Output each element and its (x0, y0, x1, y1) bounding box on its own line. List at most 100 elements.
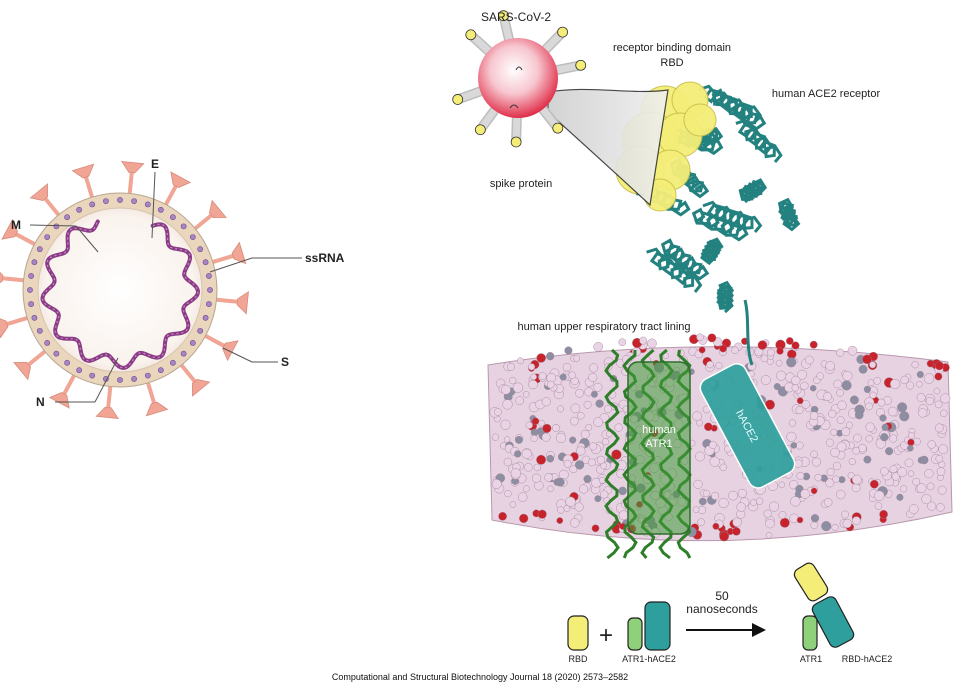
spike-tip (465, 29, 477, 41)
lipid-atom (850, 395, 859, 405)
lipid-atom (916, 371, 924, 379)
lipid-atom (732, 517, 742, 527)
lipid-atom (912, 477, 921, 486)
membrane-protein (31, 314, 38, 321)
lipid-atom (533, 463, 542, 472)
lipid-atom (836, 489, 846, 500)
lipid-atom (528, 363, 536, 371)
spike-head (236, 291, 249, 315)
lipid-atom (880, 433, 889, 442)
lipid-atom (696, 333, 704, 341)
lipid-atom (589, 442, 598, 451)
ace2-helix (735, 118, 783, 163)
lipid-atom (918, 408, 928, 418)
atr1-protein: human ATR1 (604, 348, 692, 560)
lipid-atom (498, 512, 507, 521)
lipid-atom (500, 419, 511, 430)
lipid-atom (851, 474, 862, 485)
lipid-atom (514, 450, 522, 458)
lipid-atom (525, 421, 533, 429)
lipid-atom (816, 372, 824, 380)
spike-stalk (202, 333, 225, 348)
membrane-protein (170, 214, 176, 221)
lipid-atom (814, 473, 822, 482)
lipid-atom (865, 402, 873, 411)
lipid-atom (559, 373, 567, 381)
lipid-atom (704, 422, 713, 431)
label-rbd: RBD (568, 654, 588, 664)
lipid-atom (794, 459, 803, 468)
lipid-atom (921, 494, 932, 505)
lipid-atom (831, 524, 839, 532)
lipid-atom (557, 405, 564, 413)
lipid-atom (509, 377, 517, 385)
membrane-protein (144, 201, 151, 208)
lipid-atom (602, 438, 610, 446)
lipid-atom (504, 490, 512, 498)
lipid-atom (911, 361, 919, 369)
lipid-atom (699, 497, 707, 506)
lipid-atom (574, 460, 585, 470)
lipid-atom (848, 458, 856, 466)
lipid-atom (583, 475, 592, 484)
lipid-atom (800, 489, 810, 499)
spike-head (145, 401, 169, 417)
spike-tip (452, 94, 464, 105)
spike-cone (547, 88, 669, 207)
lipid-atom (556, 517, 564, 524)
lipid-atom (574, 502, 584, 512)
membrane-protein (202, 314, 209, 321)
lipid-atom (830, 447, 840, 458)
spike-stalk (192, 213, 213, 232)
membrane-protein (157, 367, 164, 374)
lipid-atom (810, 385, 817, 392)
lipid-atom (900, 375, 909, 385)
lipid-atom (858, 364, 868, 374)
ace2-helix (738, 178, 768, 204)
rna-beads (41, 221, 199, 369)
lipid-atom (836, 441, 847, 452)
spike-head (1, 218, 18, 240)
lipid-atom (923, 373, 935, 384)
lipid-atom (546, 352, 555, 361)
ssrna-label: ssRNA (305, 251, 345, 265)
lipid-atom (491, 433, 500, 441)
lipid-atom (585, 423, 593, 431)
membrane-protein (28, 301, 35, 307)
lipid-atom (509, 501, 517, 508)
lipid-atom (786, 431, 797, 442)
lipid-atom (531, 417, 540, 425)
lipid-atom (544, 473, 553, 482)
membrane-protein (131, 198, 137, 205)
lipid-atom (755, 497, 764, 505)
lipid-atom (811, 457, 821, 467)
lipid-atom (570, 416, 579, 426)
lipid-atom (908, 432, 915, 439)
lipid-atom (594, 495, 602, 503)
spike-stalk (210, 254, 234, 265)
membrane-protein (53, 223, 60, 230)
n-protein-label: N (36, 395, 45, 409)
virion-interior (37, 207, 203, 373)
lipid-atom (936, 503, 945, 512)
product-atr1-box (802, 615, 818, 651)
lipid-atom (618, 338, 627, 347)
ace2-helix (716, 280, 735, 314)
product-hace2-box (811, 596, 855, 648)
lipid-atom (907, 444, 914, 452)
lipid-atom (863, 455, 872, 464)
membrane-protein (180, 350, 187, 357)
lipid-atom (517, 357, 524, 365)
lipid-atom (788, 419, 797, 427)
membrane-protein (76, 206, 83, 213)
lipid-atom (569, 465, 578, 474)
lipid-atom (521, 448, 532, 459)
lipid-atom (555, 432, 567, 444)
atr1-box (627, 361, 691, 535)
lipid-atom (908, 504, 919, 514)
lipid-atom (698, 505, 707, 514)
lipid-atom (916, 381, 923, 388)
spike-head (95, 406, 119, 419)
lipid-atom (573, 354, 580, 362)
